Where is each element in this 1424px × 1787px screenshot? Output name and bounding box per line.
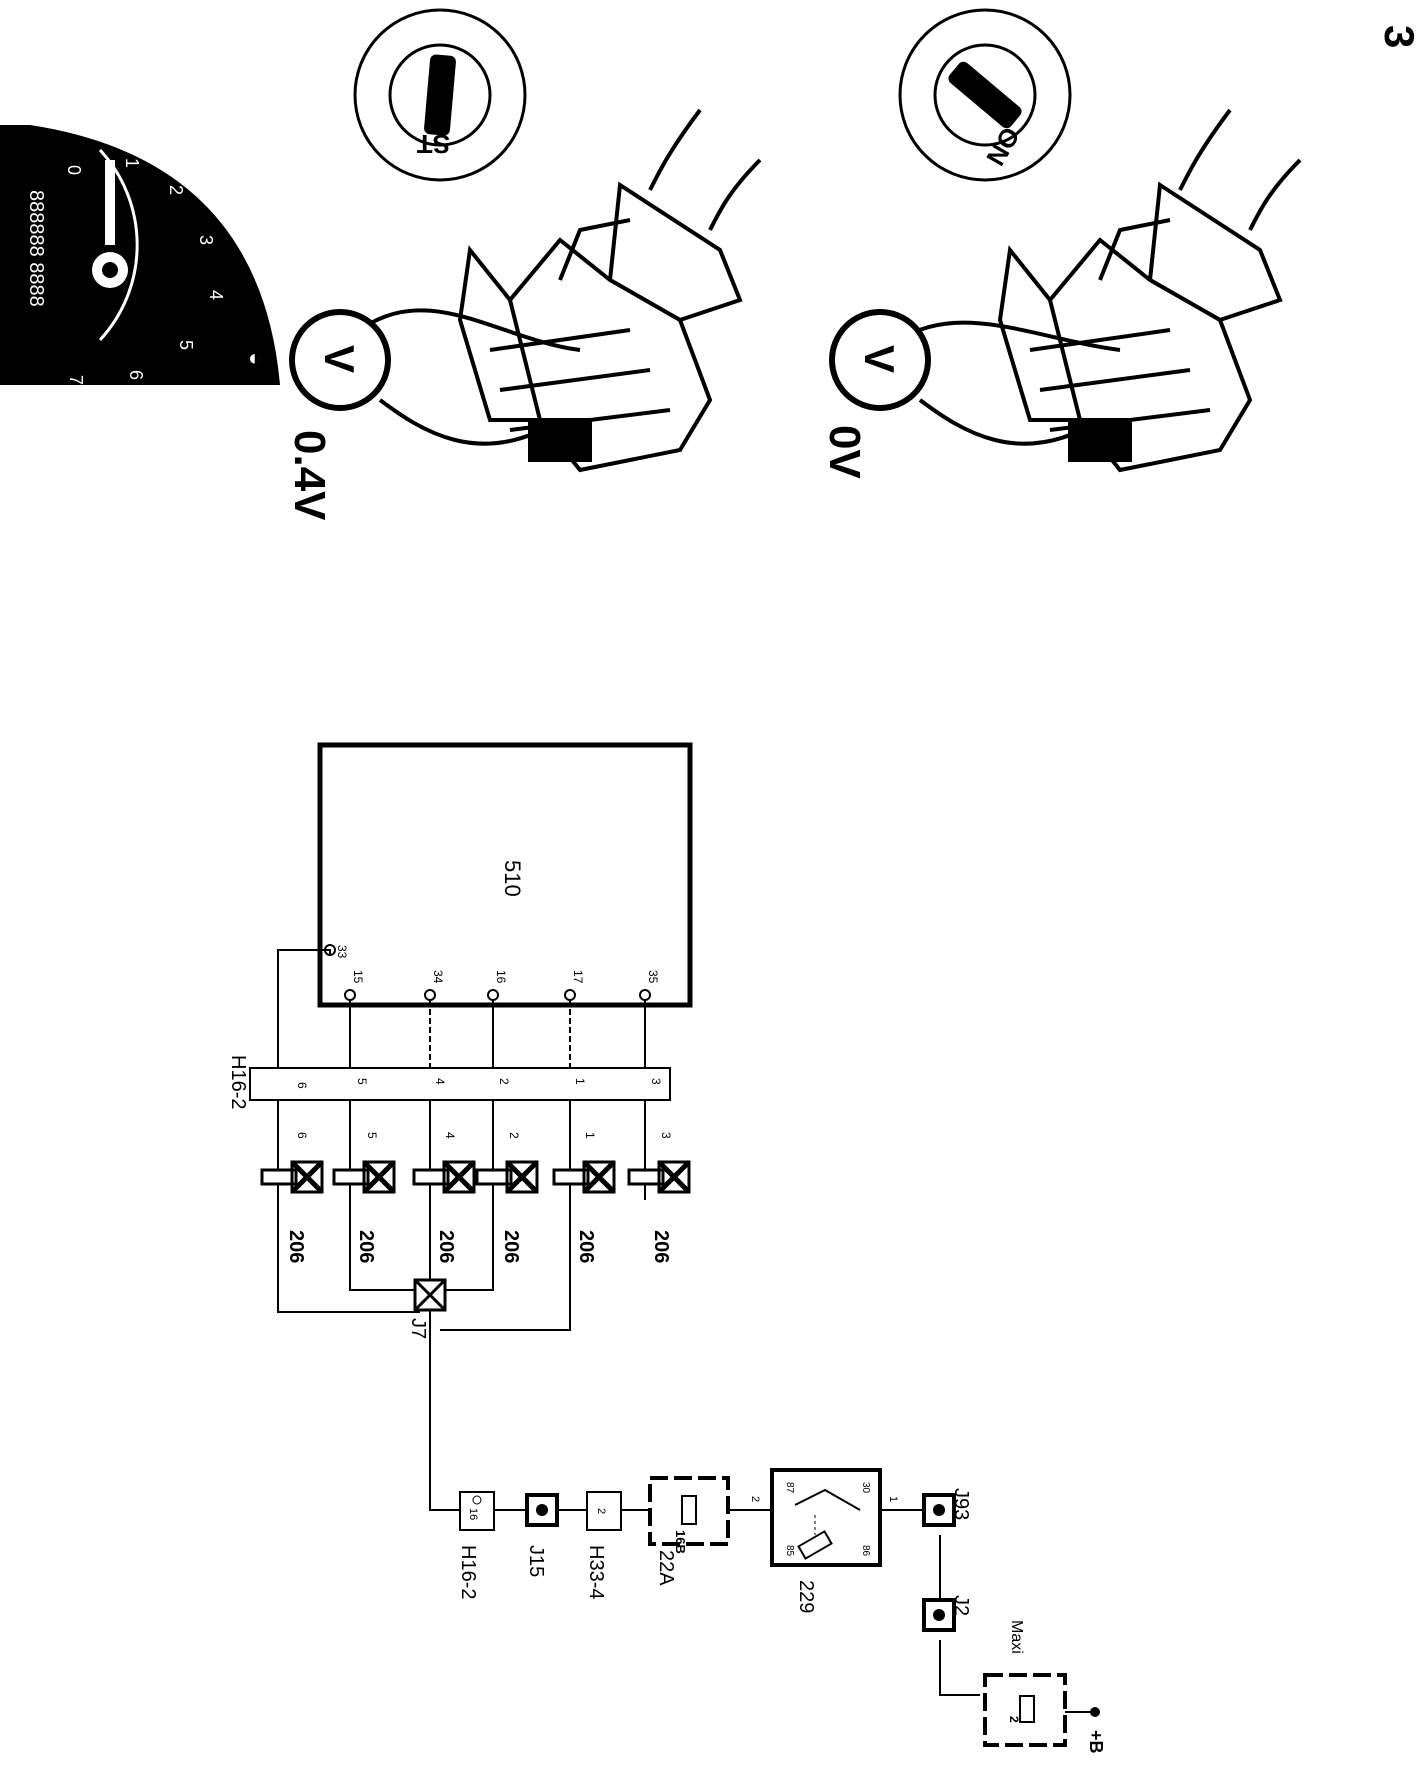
chain-relay: 87 30 85 86 229 2 1 — [749, 1468, 899, 1613]
svg-text:1: 1 — [887, 1496, 899, 1502]
ignition-key-on-icon: ON — [898, 8, 1072, 182]
svg-text:206: 206 — [355, 1230, 377, 1263]
svg-text:35: 35 — [646, 970, 660, 984]
svg-text:7: 7 — [66, 375, 86, 385]
svg-text:4: 4 — [433, 1078, 447, 1085]
svg-text:206: 206 — [575, 1230, 597, 1263]
svg-text:4: 4 — [206, 290, 226, 300]
svg-text:J93: J93 — [950, 1488, 972, 1520]
svg-text:206: 206 — [500, 1230, 522, 1263]
svg-text:85: 85 — [784, 1545, 795, 1557]
svg-text:229: 229 — [795, 1580, 817, 1613]
svg-text:J2: J2 — [950, 1595, 972, 1616]
svg-text:+B: +B — [1086, 1730, 1106, 1754]
photo-on: ON V 0V — [820, 8, 1302, 479]
svg-text:206: 206 — [285, 1230, 307, 1263]
voltmeter-symbol-top: V — [856, 345, 903, 373]
injector-1: 206 — [260, 1160, 324, 1263]
svg-text:3: 3 — [659, 1132, 673, 1139]
svg-text:H33-4: H33-4 — [585, 1545, 607, 1599]
svg-text:0: 0 — [64, 165, 84, 175]
splice-label: J7 — [407, 1318, 429, 1339]
svg-text:1: 1 — [583, 1132, 597, 1139]
svg-text:3: 3 — [196, 235, 216, 245]
svg-text:87: 87 — [784, 1482, 795, 1494]
tacho-display: 888888 8888 — [25, 190, 47, 307]
connector-bottom-icon — [457, 108, 762, 473]
chain-maxi: 2 Maxi +B — [983, 1620, 1106, 1754]
svg-text:6: 6 — [295, 1132, 309, 1139]
injectors: 206 206 206 206 — [260, 1160, 691, 1263]
svg-text:Maxi: Maxi — [1008, 1620, 1025, 1654]
svg-text:3: 3 — [649, 1078, 663, 1085]
svg-text:2: 2 — [507, 1132, 521, 1139]
voltmeter-bottom: V 0.4V — [285, 308, 581, 521]
voltage-reading-top: 0V — [820, 425, 869, 479]
svg-text:6: 6 — [295, 1082, 309, 1089]
connector-top-icon — [997, 108, 1302, 473]
svg-text:206: 206 — [435, 1230, 457, 1263]
svg-text:16B: 16B — [673, 1530, 688, 1554]
harness-pins: 6 5 4 2 1 3 6 5 4 2 1 3 — [295, 1078, 673, 1139]
svg-text:H16-2: H16-2 — [457, 1545, 479, 1599]
svg-text:J15: J15 — [525, 1545, 547, 1577]
key-position-st: ST — [417, 129, 450, 159]
injector-6: 206 — [627, 1160, 691, 1263]
svg-text:1: 1 — [573, 1078, 587, 1085]
svg-text:22A: 22A — [655, 1550, 677, 1586]
page-number: 3 — [1376, 25, 1423, 48]
svg-text:2: 2 — [595, 1508, 607, 1514]
chain-fuse: 16B 22A — [648, 1476, 730, 1586]
svg-text:1: 1 — [122, 158, 142, 168]
svg-text:2: 2 — [1007, 1716, 1021, 1723]
tachometer: 0 1 2 3 4 5 6 7 888888 8888 ◐ — [0, 125, 280, 385]
voltmeter-top: V 0V — [820, 309, 1121, 479]
svg-text:33: 33 — [335, 945, 349, 959]
svg-text:2: 2 — [166, 185, 186, 195]
chain-j15: J15 — [525, 1493, 559, 1577]
svg-text:5: 5 — [176, 340, 196, 350]
splice-j7: J7 — [407, 1278, 447, 1339]
key-position-on: ON — [980, 122, 1025, 171]
photo-st: ST V 0.4V — [285, 8, 762, 521]
svg-text:16: 16 — [494, 970, 508, 984]
svg-text:86: 86 — [860, 1545, 871, 1557]
tacho-scale: 0 1 2 3 4 5 6 7 — [64, 158, 226, 385]
harness-connector — [249, 1067, 671, 1101]
voltmeter-symbol-bottom: V — [316, 345, 363, 373]
injector-4: 206 — [475, 1160, 539, 1263]
ignition-key-st-icon: ST — [353, 8, 527, 182]
svg-text:2: 2 — [497, 1078, 511, 1085]
chain-h33: 2 H33-4 — [585, 1491, 622, 1599]
svg-text:5: 5 — [365, 1132, 379, 1139]
voltage-reading-bottom: 0.4V — [285, 430, 334, 521]
ecu-box — [317, 742, 693, 1008]
injector-5: 206 — [552, 1160, 616, 1263]
svg-text:5: 5 — [355, 1078, 369, 1085]
harness-label: H16-2 — [227, 1055, 249, 1109]
chain-j93: J93 — [922, 1488, 972, 1527]
injector-2: 206 — [332, 1160, 396, 1263]
chain-h16: 16 H16-2 — [457, 1491, 495, 1599]
svg-text:30: 30 — [860, 1482, 871, 1494]
injector-3: 206 — [412, 1160, 476, 1263]
svg-text:17: 17 — [571, 970, 585, 984]
svg-text:16: 16 — [467, 1508, 479, 1520]
chain-j2: J2 — [922, 1595, 972, 1632]
svg-text:15: 15 — [351, 970, 365, 984]
ecu-label: 510 — [500, 860, 525, 897]
svg-text:34: 34 — [431, 970, 445, 984]
wiring-diagram: 510 33 15 34 16 17 35 H16-2 — [227, 742, 1106, 1754]
svg-text:206: 206 — [650, 1230, 672, 1263]
svg-text:6: 6 — [126, 370, 146, 380]
svg-text:4: 4 — [443, 1132, 457, 1139]
svg-text:2: 2 — [749, 1496, 761, 1502]
tacho-lamp-icon: ◐ — [248, 345, 261, 370]
